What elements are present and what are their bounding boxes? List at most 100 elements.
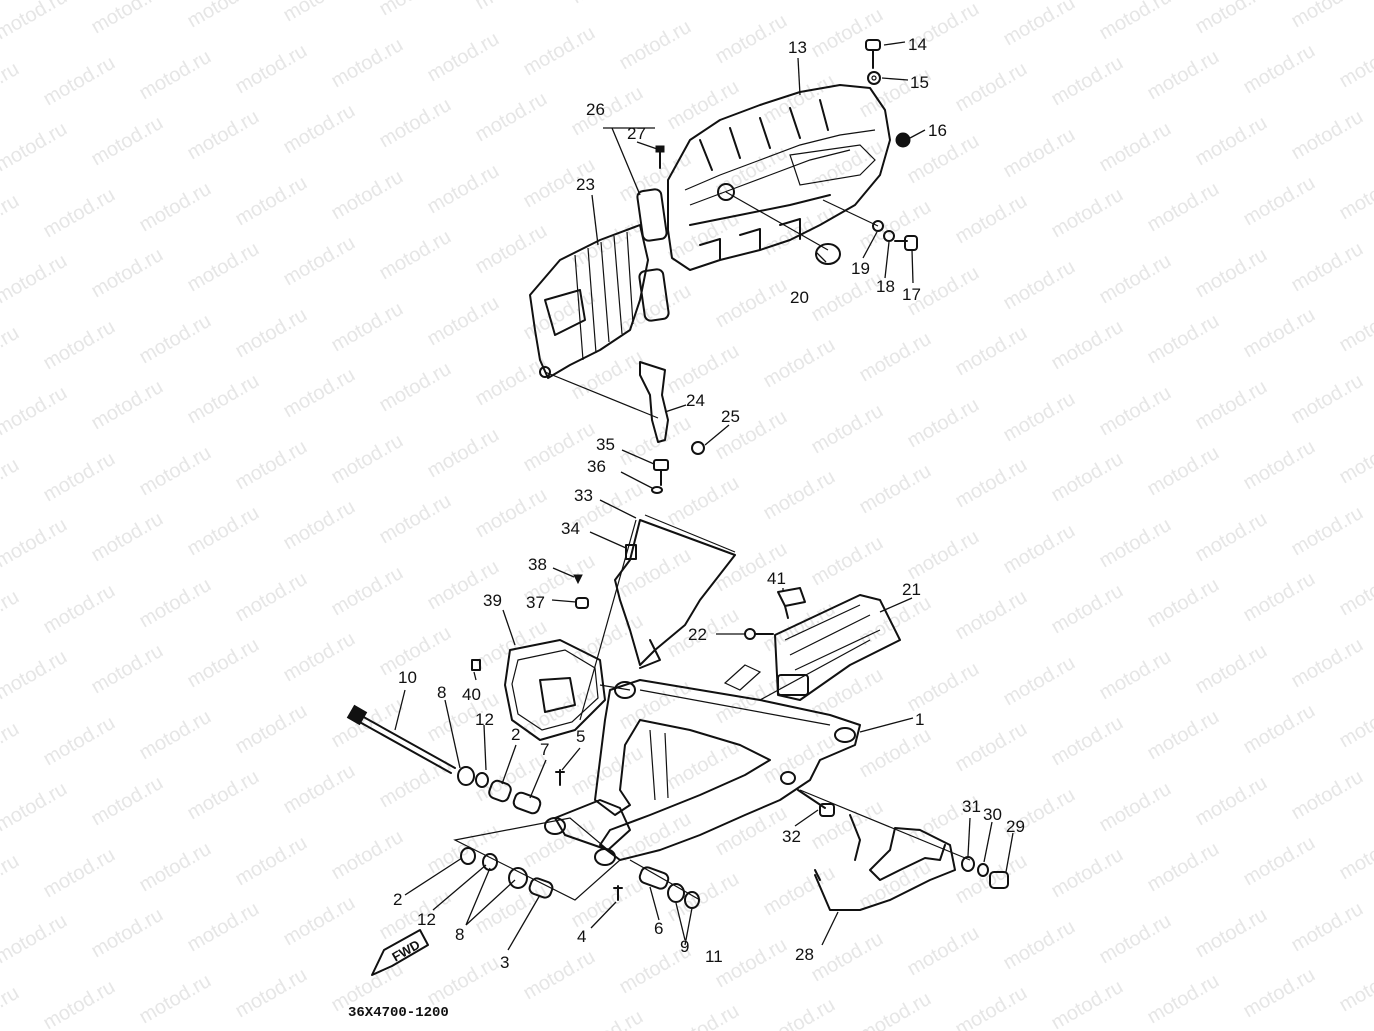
watermark-text: motod.ru bbox=[1336, 958, 1374, 1017]
watermark-text: motod.ru bbox=[1048, 184, 1127, 243]
watermark-text: motod.ru bbox=[0, 190, 23, 249]
watermark-text: motod.ru bbox=[856, 196, 935, 255]
watermark-text: motod.ru bbox=[904, 658, 983, 717]
watermark-text: motod.ru bbox=[40, 976, 119, 1031]
watermark-text: motod.ru bbox=[328, 430, 407, 489]
watermark-text: motod.ru bbox=[1096, 118, 1175, 177]
watermark-text: motod.ru bbox=[1240, 568, 1319, 627]
callout-24: 24 bbox=[686, 391, 705, 410]
watermark-text: motod.ru bbox=[280, 364, 359, 423]
watermark-text: motod.ru bbox=[1192, 244, 1271, 303]
callout-25: 25 bbox=[721, 407, 740, 426]
watermark-text: motod.ru bbox=[856, 460, 935, 519]
callout-13: 13 bbox=[788, 38, 807, 57]
watermark-text: motod.ru bbox=[1288, 238, 1367, 297]
watermark-text: motod.ru bbox=[1288, 106, 1367, 165]
callout-19: 19 bbox=[851, 259, 870, 278]
callout-35: 35 bbox=[596, 435, 615, 454]
watermark-text: motod.ru bbox=[0, 982, 23, 1031]
watermark-text: motod.ru bbox=[952, 58, 1031, 117]
watermark-text: motod.ru bbox=[88, 772, 167, 831]
frame-part-1 bbox=[544, 664, 861, 866]
watermark-text: motod.ru bbox=[0, 646, 71, 705]
watermark-text: motod.ru bbox=[568, 874, 647, 933]
watermark-text: motod.ru bbox=[1240, 832, 1319, 891]
leader-lines bbox=[394, 41, 1014, 951]
watermark-text: motod.ru bbox=[1288, 502, 1367, 561]
small-hardware-middle bbox=[471, 459, 669, 671]
watermark-text: motod.ru bbox=[88, 508, 167, 567]
callout-22: 22 bbox=[688, 625, 707, 644]
callout-20: 20 bbox=[790, 288, 809, 307]
watermark-text: motod.ru bbox=[856, 328, 935, 387]
callout-3: 3 bbox=[500, 953, 509, 972]
watermark-text: motod.ru bbox=[760, 466, 839, 525]
callout-labels: 1 2 2 3 4 5 6 7 8 8 9 10 11 12 12 13 14 … bbox=[393, 35, 1025, 972]
watermark-text: motod.ru bbox=[904, 922, 983, 981]
watermark-text: motod.ru bbox=[328, 298, 407, 357]
watermark-text: motod.ru bbox=[1192, 640, 1271, 699]
watermark-text: motod.ru bbox=[1096, 910, 1175, 969]
callout-10: 10 bbox=[398, 668, 417, 687]
watermark-text: motod.ru bbox=[136, 442, 215, 501]
watermark-text: motod.ru bbox=[568, 610, 647, 669]
watermark-text: motod.ru bbox=[1240, 40, 1319, 99]
watermark-text: motod.ru bbox=[1000, 124, 1079, 183]
watermark-text: motod.ru bbox=[0, 58, 23, 117]
small-hardware-top bbox=[691, 39, 918, 455]
callout-33: 33 bbox=[574, 486, 593, 505]
watermark-text: motod.ru bbox=[664, 736, 743, 795]
watermark-text: motod.ru bbox=[0, 586, 23, 645]
callout-5: 5 bbox=[576, 727, 585, 746]
watermark-text: motod.ru bbox=[40, 52, 119, 111]
watermark-text: motod.ru bbox=[1336, 34, 1374, 93]
watermark-text: motod.ru bbox=[184, 634, 263, 693]
watermark-text: motod.ru bbox=[472, 484, 551, 543]
callout-29: 29 bbox=[1006, 817, 1025, 836]
watermark-text: motod.ru bbox=[40, 184, 119, 243]
watermark-text: motod.ru bbox=[808, 4, 887, 63]
watermark-text: motod.ru bbox=[424, 28, 503, 87]
watermark-text: motod.ru bbox=[712, 274, 791, 333]
watermark-text: motod.ru bbox=[0, 118, 71, 177]
watermark-text: motod.ru bbox=[1096, 778, 1175, 837]
watermark-text: motod.ru bbox=[0, 250, 71, 309]
watermark-text: motod.ru bbox=[808, 268, 887, 327]
watermark-text: motod.ru bbox=[1288, 766, 1367, 825]
small-hardware-bottom-right bbox=[797, 789, 1009, 889]
watermark-text: motod.ru bbox=[0, 514, 71, 573]
watermark-text: motod.ru bbox=[520, 22, 599, 81]
watermark-text: motod.ru bbox=[40, 316, 119, 375]
watermark-text: motod.ru bbox=[904, 526, 983, 585]
watermark-text: motod.ru bbox=[376, 358, 455, 417]
watermark-text: motod.ru bbox=[0, 910, 71, 969]
callout-16: 16 bbox=[928, 121, 947, 140]
watermark-text: motod.ru bbox=[1240, 172, 1319, 231]
watermark-text: motod.ru bbox=[472, 220, 551, 279]
watermark-text: motod.ru bbox=[568, 0, 647, 8]
callout-4: 4 bbox=[577, 927, 586, 946]
callout-31: 31 bbox=[962, 797, 981, 816]
watermark-text: motod.ru bbox=[88, 904, 167, 963]
watermark-text: motod.ru bbox=[1144, 970, 1223, 1029]
watermark-text: motod.ru bbox=[1096, 646, 1175, 705]
watermark-text: motod.ru bbox=[424, 952, 503, 1011]
watermark-text: motod.ru bbox=[184, 766, 263, 825]
callout-14: 14 bbox=[908, 35, 927, 54]
watermark-text: motod.ru bbox=[376, 94, 455, 153]
watermark-text: motod.ru bbox=[0, 454, 23, 513]
tank-cover-part-13 bbox=[667, 84, 891, 271]
watermark-text: motod.ru bbox=[328, 166, 407, 225]
watermark-text: motod.ru bbox=[280, 760, 359, 819]
watermark-text: motod.ru bbox=[0, 0, 71, 44]
bushings-lower bbox=[460, 847, 700, 909]
watermark-text: motod.ru bbox=[904, 394, 983, 453]
watermark-text: motod.ru bbox=[280, 100, 359, 159]
watermark-text: motod.ru bbox=[1000, 256, 1079, 315]
watermark-text: motod.ru bbox=[376, 490, 455, 549]
watermark-text: motod.ru bbox=[280, 496, 359, 555]
watermark-text: motod.ru bbox=[952, 322, 1031, 381]
callout-21: 21 bbox=[902, 580, 921, 599]
watermark-text: motod.ru bbox=[1144, 310, 1223, 369]
watermark-text: motod.ru bbox=[1240, 436, 1319, 495]
